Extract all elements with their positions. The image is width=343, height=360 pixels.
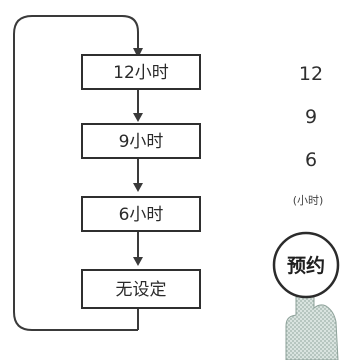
display-value-6: 6 bbox=[305, 149, 317, 171]
arrow-head-1 bbox=[133, 113, 143, 122]
step-label-12h: 12小时 bbox=[113, 63, 169, 83]
step-box-none: 无设定 bbox=[81, 269, 201, 309]
loop-return-line bbox=[13, 15, 139, 331]
step-label-9h: 9小时 bbox=[119, 132, 164, 152]
step-box-12h: 12小时 bbox=[81, 54, 201, 90]
step-label-none: 无设定 bbox=[116, 280, 167, 300]
arrow-head-2 bbox=[133, 183, 143, 192]
loop-arrow-tip bbox=[133, 48, 143, 58]
step-label-6h: 6小时 bbox=[119, 205, 164, 225]
step-box-6h: 6小时 bbox=[81, 196, 201, 232]
reserve-button[interactable]: 预约 bbox=[272, 231, 340, 299]
arrow-head-3 bbox=[133, 257, 143, 266]
display-value-9: 9 bbox=[305, 106, 317, 128]
step-box-9h: 9小时 bbox=[81, 123, 201, 159]
display-value-12: 12 bbox=[299, 63, 323, 85]
display-unit-label: (小时) bbox=[293, 194, 324, 207]
reserve-button-label: 预约 bbox=[287, 254, 325, 277]
